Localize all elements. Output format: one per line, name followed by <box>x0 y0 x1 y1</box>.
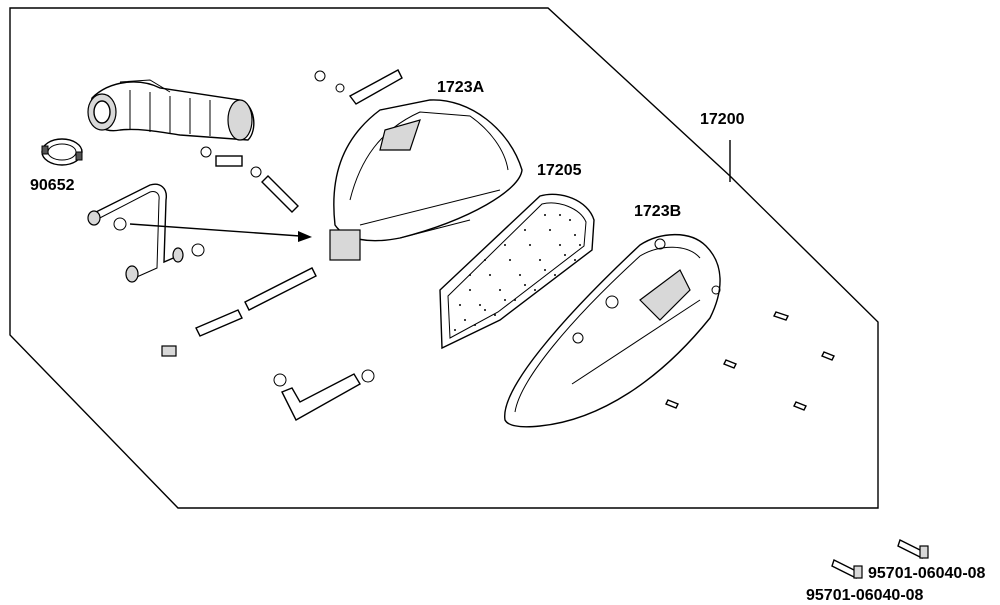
hose-4 <box>273 369 375 421</box>
callout-90652: 90652 <box>30 177 75 194</box>
callout-bolt-upper: 95701-06040-08 <box>868 565 986 582</box>
callout-1723a: 1723A <box>437 79 485 96</box>
cover-screw-4 <box>793 401 807 411</box>
hose-2 <box>244 267 317 311</box>
intake-duct <box>87 79 255 141</box>
callout-17200: 17200 <box>700 111 745 128</box>
air-cleaner-case <box>329 99 523 261</box>
filter-element <box>439 193 595 350</box>
callout-17205: 17205 <box>537 162 582 179</box>
direction-arrow <box>129 223 312 242</box>
bolt-lower <box>831 559 863 579</box>
bolt-upper <box>897 539 929 559</box>
breather-tube <box>87 183 184 283</box>
clamp-90652-part <box>41 138 83 166</box>
sensor-part <box>200 146 262 178</box>
air-cleaner-cover <box>504 234 721 428</box>
assembly-boundary <box>9 7 879 509</box>
clip-left-2 <box>191 243 205 257</box>
callout-bolt-lower: 95701-06040-08 <box>806 587 924 604</box>
clip-left-1 <box>113 217 127 231</box>
cover-screw-2 <box>821 351 835 361</box>
hose-1 <box>261 175 299 213</box>
cover-screw-1 <box>773 311 789 321</box>
hose-3 <box>195 309 243 337</box>
filter-mesh <box>454 214 581 331</box>
mount-bracket <box>314 69 403 105</box>
cover-screw-3 <box>723 359 737 369</box>
drain-plug <box>161 345 177 357</box>
cover-screw-5 <box>665 399 679 409</box>
callout-1723b: 1723B <box>634 203 682 220</box>
